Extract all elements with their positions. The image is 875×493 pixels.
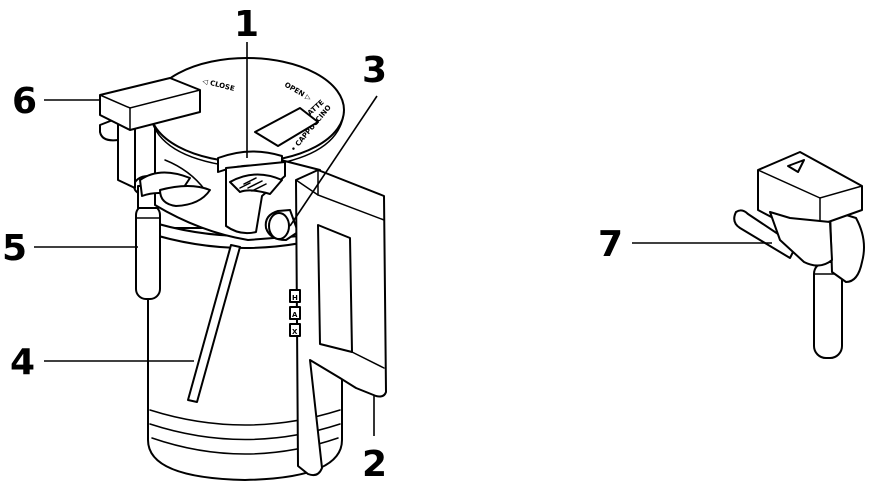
milk-frother-tube [733,151,865,359]
callout-2: 2 [362,444,387,485]
scale-mark-h: H [292,294,298,302]
callout-3: 3 [362,50,387,91]
intake-tube [187,244,241,403]
callout-5: 5 [2,228,27,269]
callout-numbers: 1 2 3 4 5 6 7 [2,4,623,485]
callout-6: 6 [12,81,37,122]
callout-leaders [34,42,772,436]
clean-button [264,209,299,241]
froth-adjustment-knob [217,150,286,235]
scale-mark-x: X [292,328,298,336]
level-scale: H A X [289,289,301,337]
container-handle: H A X [289,169,387,477]
milk-container: ◁ CLOSE OPEN ▷ • CAFFELATTE • CAPPUCCINO [99,57,387,481]
scale-mark-a: A [292,311,298,319]
callout-1: 1 [234,4,259,45]
leader-3 [289,95,378,227]
callout-7: 7 [598,224,623,265]
callout-4: 4 [10,342,35,383]
lid-latch [99,77,201,131]
